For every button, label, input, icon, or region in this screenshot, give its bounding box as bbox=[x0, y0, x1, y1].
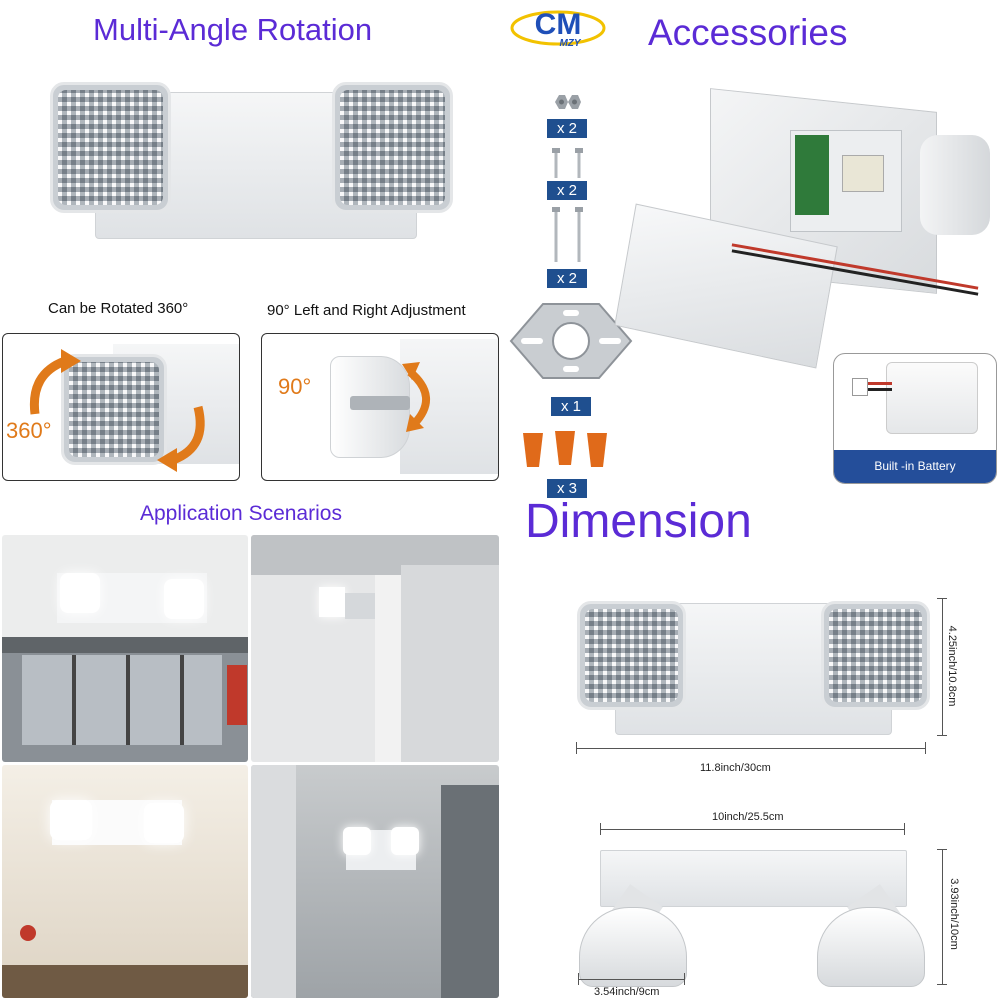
side-head-right bbox=[817, 907, 925, 987]
label-360: 360° bbox=[6, 418, 52, 443]
open-housing-image bbox=[614, 88, 998, 369]
dim-height-side: 3.93inch/10cm bbox=[948, 878, 960, 950]
battery-panel: Built -in Battery bbox=[833, 353, 997, 484]
short-screw-icon bbox=[552, 148, 583, 178]
rotate-arrow-up-icon bbox=[29, 349, 81, 415]
caption-rotate-360: Can be Rotated 360° bbox=[48, 300, 189, 317]
rotate-arrow-down-icon bbox=[157, 405, 205, 472]
mounting-plate-icon bbox=[509, 303, 633, 379]
scenario-hallway-photo bbox=[251, 535, 499, 762]
battery-label-band bbox=[834, 450, 996, 483]
rotation-360-panel: 360° bbox=[2, 333, 240, 481]
accessory-mounting-plate bbox=[503, 298, 639, 384]
heading-dimension: Dimension bbox=[525, 495, 752, 548]
dim-width-side-line bbox=[600, 829, 905, 830]
dim-width-front: 11.8inch/30cm bbox=[700, 762, 771, 774]
product-front-image bbox=[45, 82, 465, 242]
qty-badge-wire-nuts: x 3 bbox=[547, 479, 587, 498]
dimension-side-image bbox=[575, 847, 935, 987]
brand-logo: CM MZY bbox=[508, 4, 608, 50]
logo-mark-icon: CM MZY bbox=[510, 8, 606, 49]
qty-badge-nuts: x 2 bbox=[547, 119, 587, 138]
accessory-short-screws bbox=[547, 148, 591, 180]
dim-width-side: 10inch/25.5cm bbox=[712, 811, 784, 823]
accessory-wire-nuts bbox=[517, 427, 617, 471]
scenario-wall-photo bbox=[2, 765, 248, 998]
long-screw-icon bbox=[552, 207, 583, 262]
qty-badge-mounting-plate: x 1 bbox=[551, 397, 591, 416]
adjust-arrow-icon bbox=[402, 362, 431, 432]
accessory-nuts bbox=[553, 92, 583, 112]
qty-badge-long-screws: x 2 bbox=[547, 269, 587, 288]
wire-nut-icon bbox=[523, 431, 607, 467]
qty-badge-short-screws: x 2 bbox=[547, 181, 587, 200]
svg-text:MZY: MZY bbox=[559, 38, 581, 49]
rotation-90-panel: 90° bbox=[261, 333, 499, 481]
scenario-office-photo bbox=[2, 535, 248, 762]
dim-height-front-line bbox=[942, 598, 943, 736]
heading-accessories: Accessories bbox=[648, 12, 848, 53]
dim-height-front: 4.25inch/10.8cm bbox=[946, 625, 958, 707]
side-head-left bbox=[579, 907, 687, 987]
hex-nut-icon bbox=[555, 95, 581, 109]
accessory-long-screws bbox=[547, 207, 591, 263]
scenario-lobby-photo bbox=[251, 765, 499, 998]
label-90: 90° bbox=[278, 374, 312, 399]
dimension-front-image bbox=[575, 598, 930, 738]
dim-height-side-line bbox=[942, 849, 943, 985]
heading-application: Application Scenarios bbox=[140, 502, 342, 525]
dim-head-width-line bbox=[578, 979, 685, 980]
battery-label: Built -in Battery bbox=[874, 459, 956, 473]
svg-text:CM: CM bbox=[535, 8, 582, 41]
dim-head-width: 3.54inch/9cm bbox=[594, 986, 660, 998]
dim-width-front-line bbox=[576, 748, 926, 749]
caption-adjust-90: 90° Left and Right Adjustment bbox=[267, 302, 466, 319]
heading-rotation: Multi-Angle Rotation bbox=[93, 12, 373, 47]
